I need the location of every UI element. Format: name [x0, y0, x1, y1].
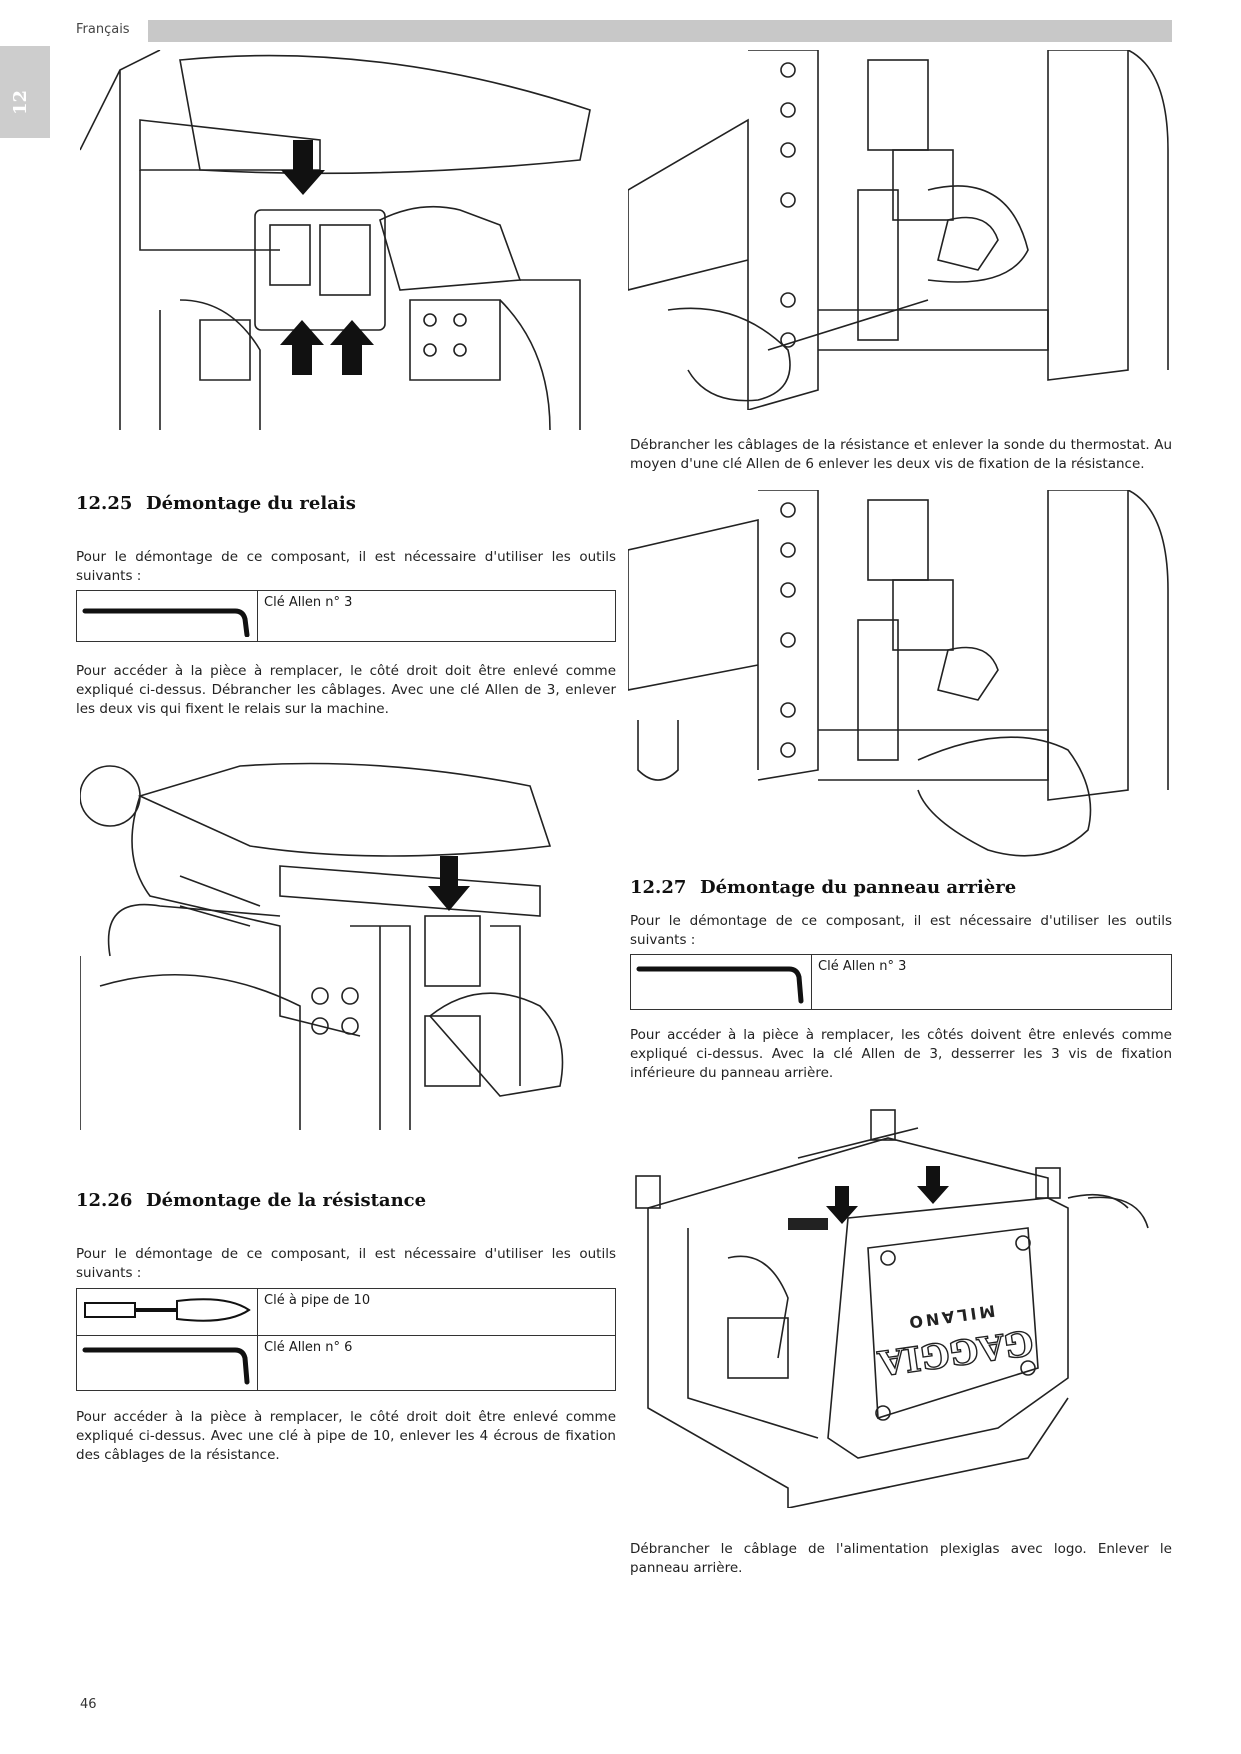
tool-illustration — [76, 1288, 258, 1336]
section-intro: Pour le démontage de ce composant, il es… — [76, 549, 616, 584]
tool-row: Clé Allen n° 3 — [76, 590, 616, 642]
tool-row: Clé Allen n° 3 — [630, 954, 1172, 1010]
caption-rear-panel: Débrancher le câblage de l'alimentation … — [630, 1541, 1172, 1576]
section-text: Pour accéder à la pièce à remplacer, le … — [76, 663, 616, 717]
section-heading-12-27: 12.27 Démontage du panneau arrière — [630, 877, 1016, 898]
tools-table: Clé Allen n° 3 — [630, 954, 1172, 1010]
tool-illustration — [76, 590, 258, 642]
tool-name: Clé Allen n° 6 — [257, 1335, 616, 1391]
tool-row: Clé Allen n° 6 — [76, 1335, 616, 1391]
figure-resistance-screws — [628, 490, 1173, 868]
figure-relay-svg — [80, 762, 564, 1130]
figure-relay — [80, 756, 605, 1130]
section-intro: Pour le démontage de ce composant, il es… — [76, 1246, 616, 1281]
section-text: Pour accéder à la pièce à remplacer, les… — [630, 1027, 1172, 1081]
chapter-tab: 12 — [0, 46, 50, 138]
section-title: Démontage du panneau arrière — [700, 877, 1017, 898]
chapter-number: 12 — [10, 89, 32, 116]
figure-resistance-wiring-svg — [628, 50, 1169, 410]
section-number: 12.26 — [76, 1190, 133, 1211]
section-number: 12.27 — [630, 877, 687, 898]
caption-resistance: Débrancher les câblages de la résistance… — [630, 437, 1172, 472]
figure-rear-panel-svg: GAGGIA MILANO — [635, 1109, 1149, 1508]
figure-resistance-screws-svg — [628, 490, 1169, 857]
page-number: 46 — [80, 1697, 97, 1712]
section-text: Pour accéder à la pièce à remplacer, le … — [76, 1409, 616, 1463]
tool-name: Clé à pipe de 10 — [257, 1288, 616, 1336]
logo-city: MILANO — [905, 1301, 996, 1332]
header-bar — [148, 20, 1172, 42]
tools-table: Clé Allen n° 3 — [76, 590, 616, 642]
section-heading-12-25: 12.25 Démontage du relais — [76, 493, 356, 514]
tool-name: Clé Allen n° 3 — [811, 954, 1172, 1010]
figure-rear-panel: GAGGIA MILANO — [628, 1098, 1173, 1508]
tool-illustration — [76, 1335, 258, 1391]
allen-key-icon — [636, 966, 804, 1004]
tool-name: Clé Allen n° 3 — [257, 590, 616, 642]
section-heading-12-26: 12.26 Démontage de la résistance — [76, 1190, 426, 1211]
figure-electronic-board-svg — [80, 50, 591, 430]
socket-wrench-icon — [84, 1298, 251, 1322]
tool-row: Clé à pipe de 10 — [76, 1288, 616, 1336]
allen-key-icon — [82, 1347, 250, 1385]
logo-brand: GAGGIA — [875, 1321, 1035, 1382]
language-label: Français — [76, 22, 130, 37]
section-title: Démontage de la résistance — [146, 1190, 427, 1211]
allen-key-icon — [82, 608, 250, 638]
tools-table: Clé à pipe de 10 Clé Allen n° 6 — [76, 1288, 616, 1391]
figure-electronic-board — [80, 50, 600, 430]
tool-illustration — [630, 954, 812, 1010]
figure-resistance-wiring — [628, 50, 1173, 410]
section-number: 12.25 — [76, 493, 133, 514]
section-title: Démontage du relais — [146, 493, 356, 514]
section-intro: Pour le démontage de ce composant, il es… — [630, 913, 1172, 948]
